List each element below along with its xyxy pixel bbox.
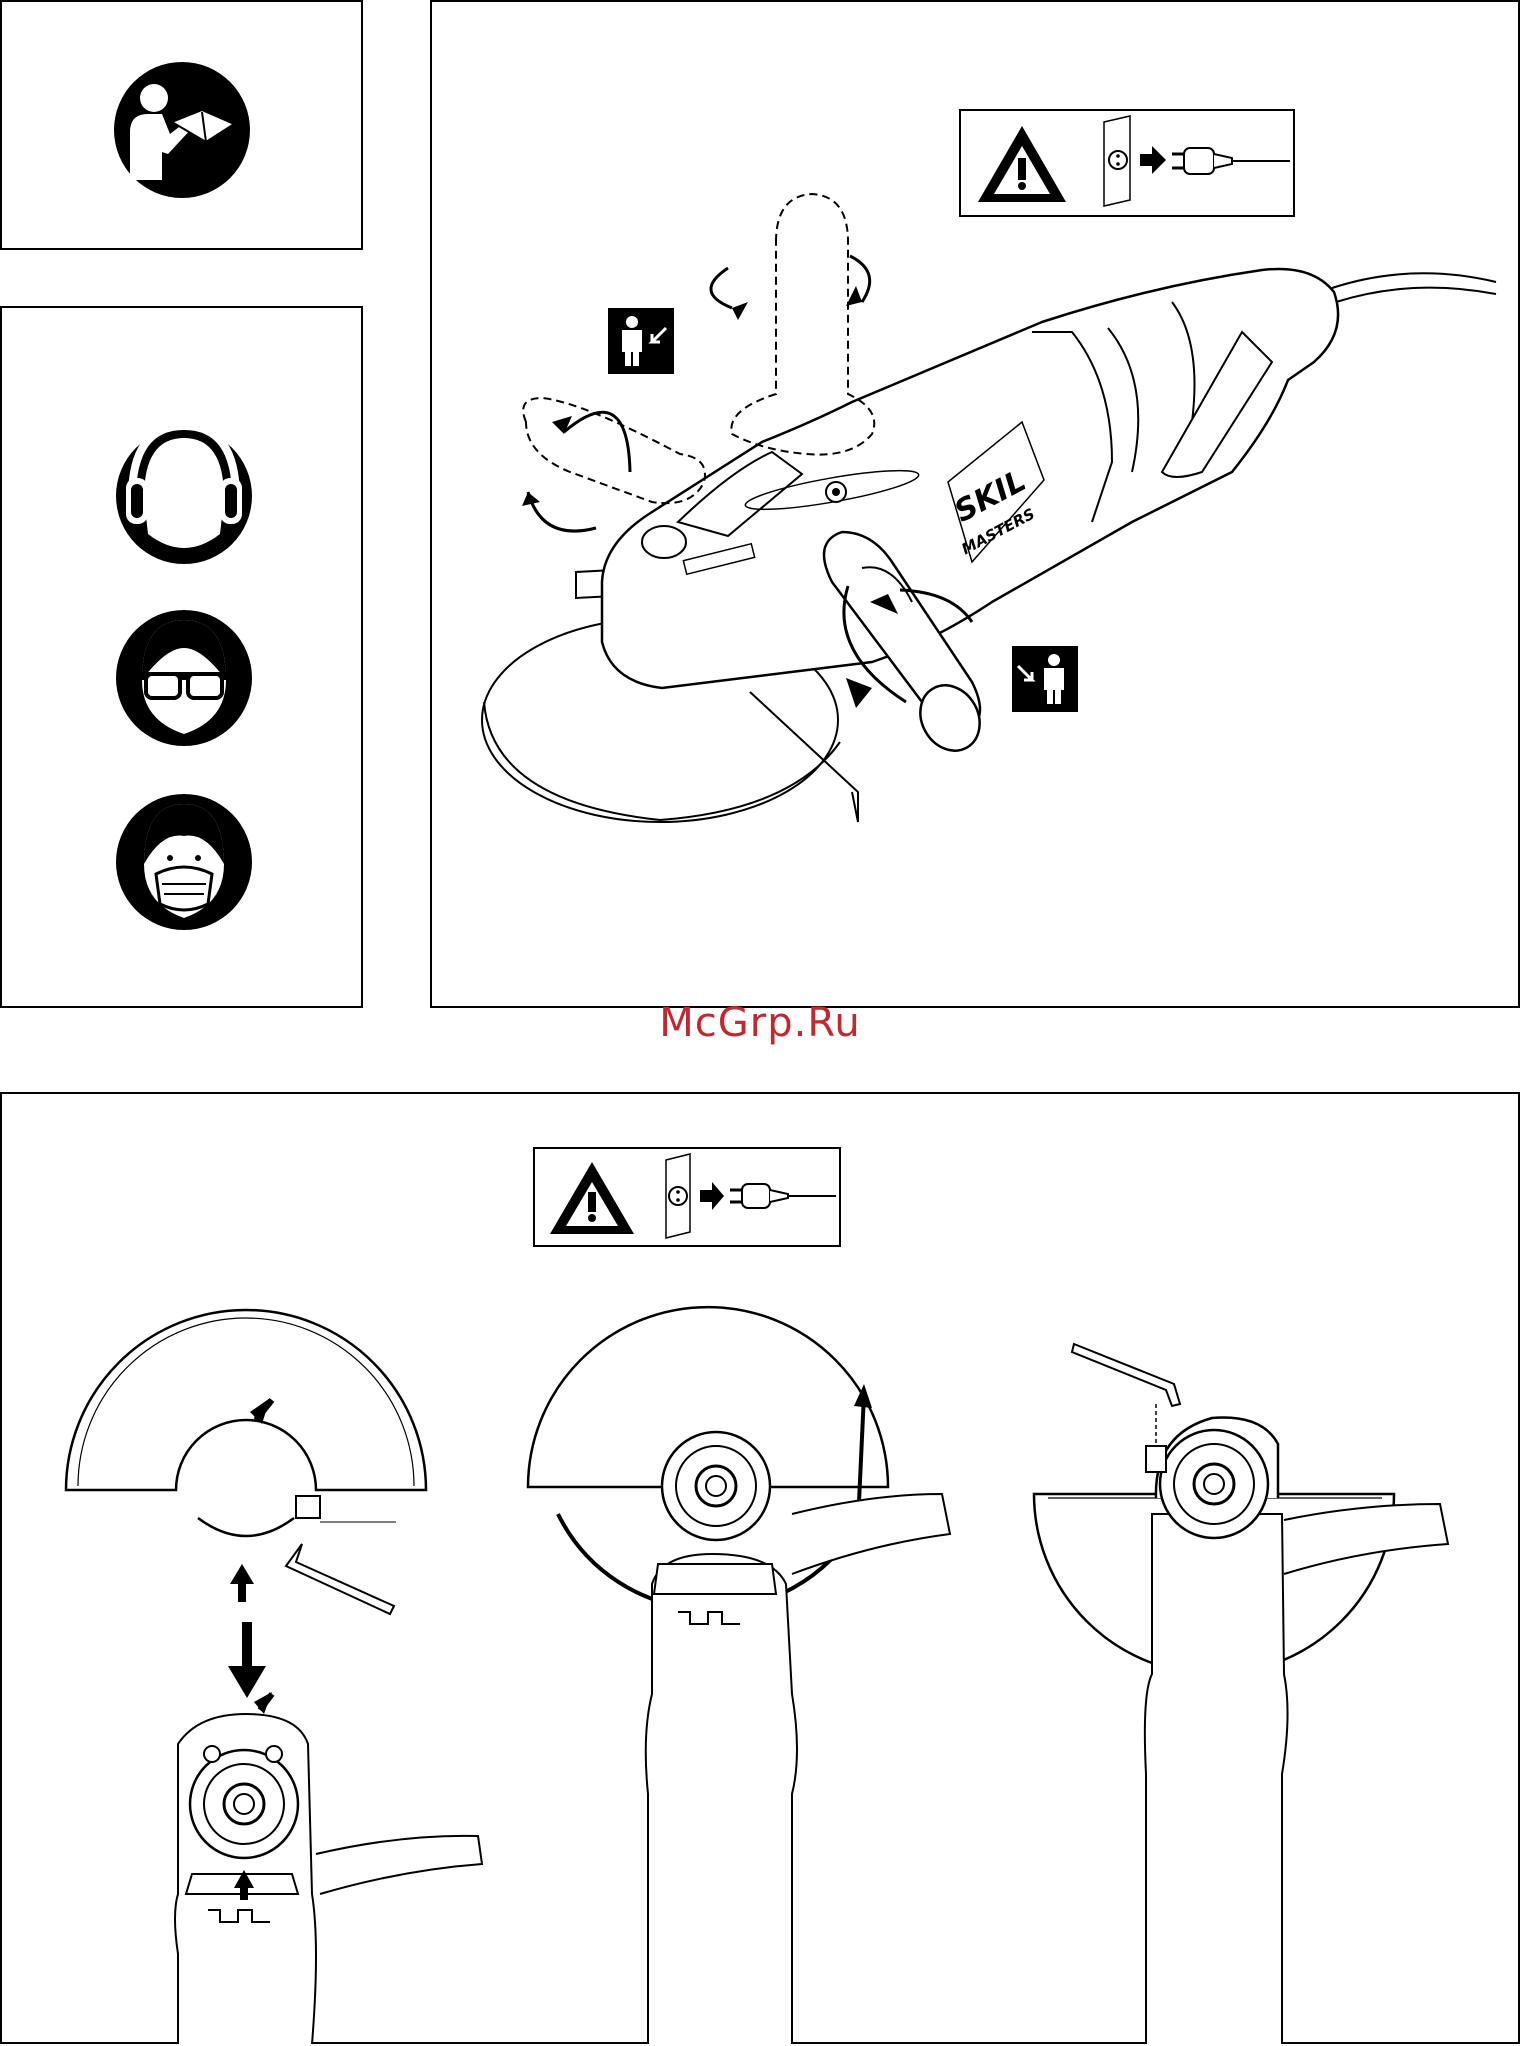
warning-unplug-box-bottom xyxy=(534,1148,840,1246)
eye-protection-icon xyxy=(116,610,252,746)
read-manual-icon xyxy=(2,2,365,252)
watermark-text: McGrp.Ru xyxy=(659,1000,860,1046)
handle-position-icon-left xyxy=(608,308,674,374)
manual-panel xyxy=(0,0,363,250)
guard-mounting-panel xyxy=(0,1092,1520,2044)
ppe-panel xyxy=(0,306,363,1008)
warning-unplug-box xyxy=(960,110,1294,216)
watermark: McGrp.Ru xyxy=(0,1000,1520,1046)
step-2-guard-rotate xyxy=(528,1307,950,2044)
step-3-guard-tighten xyxy=(1034,1344,1448,2044)
step-1-guard xyxy=(66,1310,426,1698)
ear-protection-icon xyxy=(116,426,252,564)
step-1-grinder-head xyxy=(175,1692,482,2044)
handle-position-icon-right xyxy=(1012,646,1078,712)
dust-mask-icon xyxy=(116,794,252,930)
grinder-handle-panel: SKIL MASTERS xyxy=(430,0,1520,1008)
angle-grinder: SKIL MASTERS xyxy=(602,269,1338,688)
